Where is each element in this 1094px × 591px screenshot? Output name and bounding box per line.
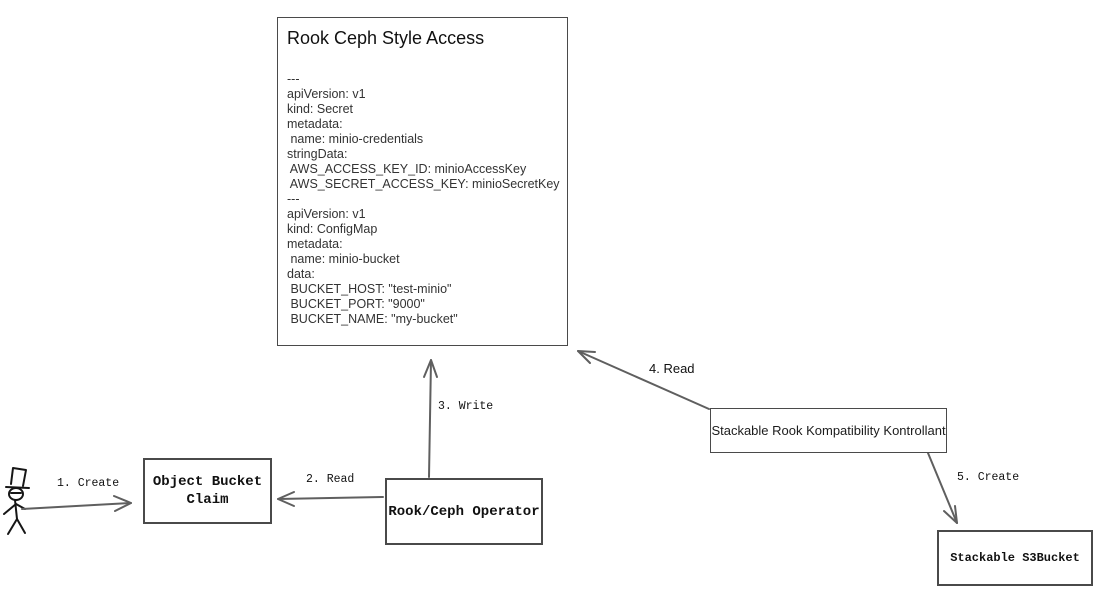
edge-label-1-create: 1. Create — [57, 477, 120, 490]
arrow-3-write — [423, 359, 438, 478]
node-stackable-rook-kompatibility-kontrollant: Stackable Rook Kompatibility Kontrollant — [710, 408, 947, 453]
edge-label-4-read: 4. Read — [649, 361, 695, 376]
arrow-5-create — [927, 452, 958, 524]
edge-label-5-create: 5. Create — [957, 471, 1020, 484]
node-stackable-s3bucket: Stackable S3Bucket — [937, 530, 1093, 586]
yaml-manifest: --- apiVersion: v1 kind: Secret metadata… — [287, 72, 560, 326]
edge-label-3-write: 3. Write — [438, 400, 494, 413]
edge-label-2-read: 2. Read — [306, 473, 355, 486]
node-rook-ceph-style-access: Rook Ceph Style Access --- apiVersion: v… — [277, 17, 568, 346]
stick-figure-user-icon — [3, 467, 30, 535]
node-title: Rook Ceph Style Access — [287, 28, 485, 48]
arrow-4-read — [577, 350, 710, 410]
arrow-1-create — [21, 495, 132, 512]
node-object-bucket-claim: Object Bucket Claim — [143, 458, 272, 524]
arrow-2-read — [277, 491, 384, 507]
node-rook-ceph-operator: Rook/Ceph Operator — [385, 478, 543, 545]
